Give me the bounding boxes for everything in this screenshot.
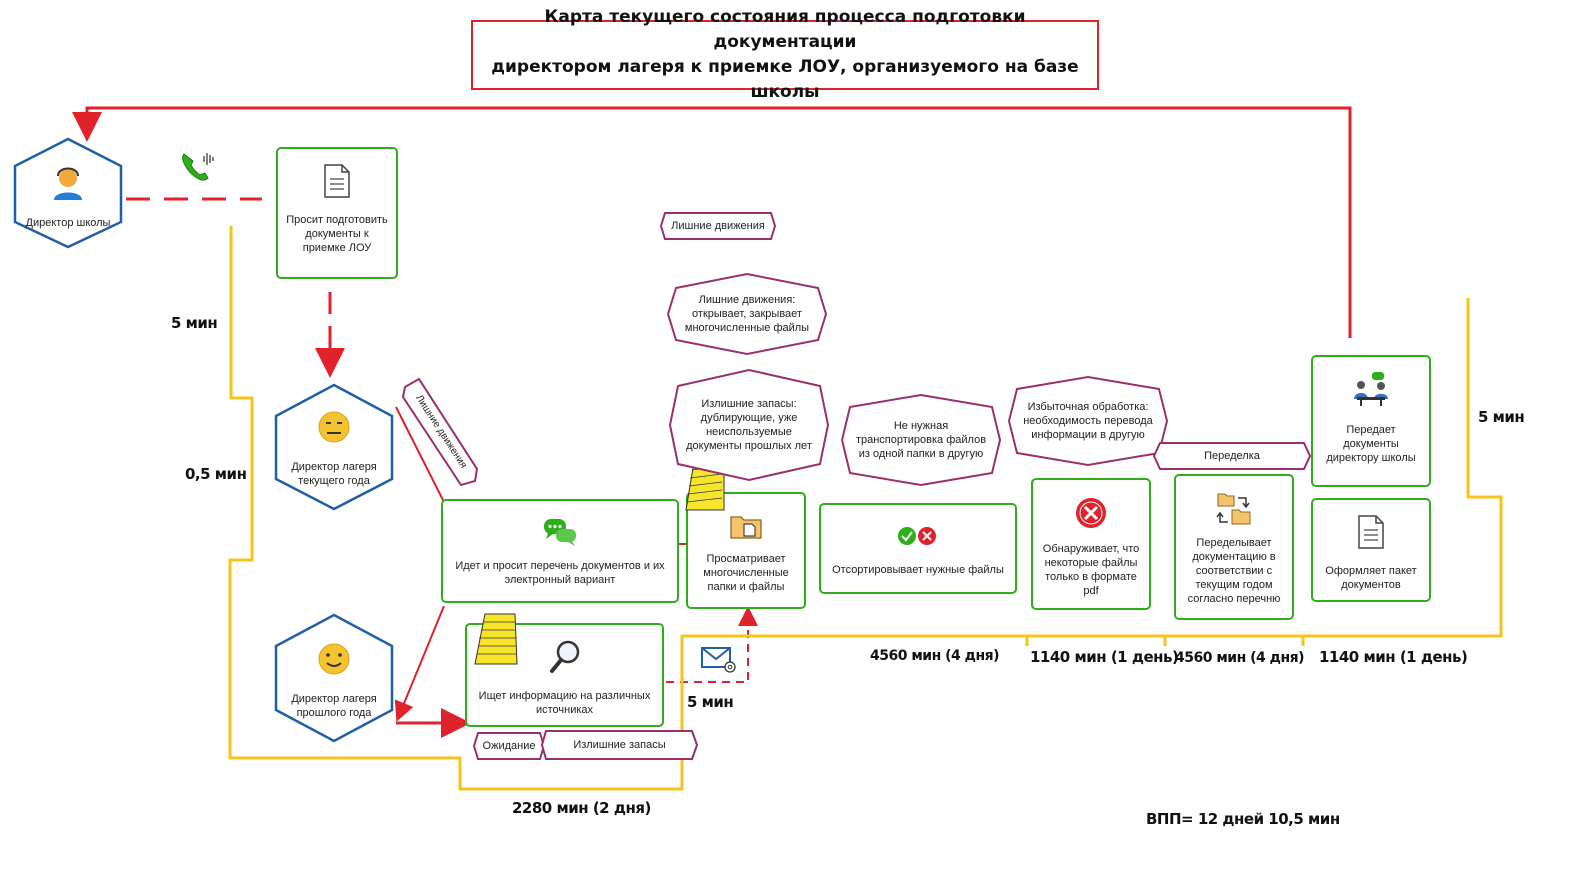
found-pdf-step[interactable]: Обнаруживает, что некоторые файлы только… bbox=[1031, 478, 1151, 610]
camp-director-past-label: Директор лагеря прошлого года bbox=[291, 693, 377, 719]
view-files-label: Просматривает многочисленные папки и фай… bbox=[703, 553, 789, 593]
hand-over-step[interactable]: Передает документы директору школы bbox=[1311, 355, 1431, 487]
sort-files-label: Отсортировывает нужные файлы bbox=[832, 564, 1004, 576]
phone-icon bbox=[178, 150, 218, 186]
time-05min: 0,5 мин bbox=[185, 465, 247, 483]
time-2280: 2280 мин (2 дня) bbox=[512, 799, 651, 817]
error-icon bbox=[1076, 498, 1106, 528]
school-director-label: Директор школы bbox=[25, 217, 111, 229]
waste-waiting: Ожидание bbox=[472, 731, 546, 761]
redo-docs-label: Переделывает документацию в соответствии… bbox=[1187, 537, 1281, 605]
waste-excess-stock-bottom-label: Излишние запасы bbox=[573, 739, 666, 751]
hand-over-label: Передает документы директору школы bbox=[1326, 424, 1416, 464]
sort-files-step[interactable]: Отсортировывает нужные файлы bbox=[819, 503, 1017, 594]
redo-docs-step[interactable]: Переделывает документацию в соответствии… bbox=[1174, 474, 1294, 620]
time-5min-mail: 5 мин bbox=[687, 693, 734, 711]
chat-icon bbox=[544, 519, 576, 546]
email-icon bbox=[700, 645, 736, 673]
waste-overprocessing-label: Избыточная обработка: необходимость пере… bbox=[1023, 401, 1153, 441]
waste-extra-moves-rotated: Лишние движения bbox=[401, 377, 481, 487]
waste-extra-moves-files-label: Лишние движения: открывает, закрывает мн… bbox=[684, 294, 810, 334]
document-icon bbox=[1358, 515, 1384, 549]
ask-to-past-line bbox=[394, 605, 445, 722]
map-title-line2: директором лагеря к приемке ЛОУ, организ… bbox=[491, 57, 1079, 102]
school-director-hex[interactable]: Директор школы bbox=[12, 136, 124, 250]
folders-swap-icon bbox=[1216, 493, 1251, 525]
camp-director-current-hex[interactable]: Директор лагеря текущего года bbox=[272, 382, 396, 512]
document-icon bbox=[324, 164, 350, 198]
request-docs-label: Просит подготовить документы к приемке Л… bbox=[286, 214, 388, 254]
waste-excess-stock-label: Излишние запасы: дублирующие, уже неиспо… bbox=[686, 398, 812, 452]
waste-extra-moves-top: Лишние движения bbox=[659, 211, 777, 241]
time-4560-b: 4560 мин (4 дня) bbox=[1175, 650, 1305, 666]
magnifier-icon bbox=[549, 640, 579, 673]
waste-extra-moves-files: Лишние движения: открывает, закрывает мн… bbox=[666, 272, 828, 356]
waste-rework-label: Переделка bbox=[1204, 450, 1260, 462]
camp-director-past-hex[interactable]: Директор лагеря прошлого года bbox=[272, 612, 396, 744]
waste-excess-stock: Излишние запасы: дублирующие, уже неиспо… bbox=[668, 368, 830, 482]
meeting-icon bbox=[1354, 372, 1388, 406]
waste-extra-moves-top-label: Лишние движения bbox=[671, 220, 765, 232]
time-4560-a: 4560 мин (4 дня) bbox=[870, 648, 1000, 664]
time-5min-left: 5 мин bbox=[171, 314, 218, 332]
time-1140-b: 1140 мин (1 день) bbox=[1319, 648, 1468, 666]
prepare-package-step[interactable]: Оформляет пакет документов bbox=[1311, 498, 1431, 602]
waste-transport: Не нужная транспортировка файлов из одно… bbox=[840, 393, 1002, 487]
total-lead-time: ВПП= 12 дней 10,5 мин bbox=[1146, 810, 1340, 828]
ask-list-label: Идет и просит перечень документов и их э… bbox=[455, 560, 665, 586]
request-docs-step[interactable]: Просит подготовить документы к приемке Л… bbox=[276, 147, 398, 279]
found-pdf-label: Обнаруживает, что некоторые файлы только… bbox=[1042, 543, 1140, 597]
waste-waiting-label: Ожидание bbox=[482, 740, 536, 752]
ask-list-step[interactable]: Идет и просит перечень документов и их э… bbox=[441, 499, 679, 603]
waste-excess-stock-bottom: Излишние запасы bbox=[540, 729, 699, 761]
waste-transport-label: Не нужная транспортировка файлов из одно… bbox=[855, 420, 987, 460]
waste-overprocessing: Избыточная обработка: необходимость пере… bbox=[1007, 375, 1169, 467]
check-cross-icon bbox=[898, 527, 936, 545]
time-1140-a: 1140 мин (1 день) bbox=[1030, 648, 1179, 666]
prepare-package-label: Оформляет пакет документов bbox=[1325, 565, 1417, 591]
camp-director-current-label: Директор лагеря текущего года bbox=[291, 461, 377, 487]
sticky-note-icon bbox=[473, 610, 519, 666]
view-files-step[interactable]: Просматривает многочисленные папки и фай… bbox=[686, 492, 806, 609]
search-info-label: Ищет информацию на различных источниках bbox=[478, 690, 651, 716]
map-title: Карта текущего состояния процесса подгот… bbox=[471, 7, 1099, 102]
map-title-line1: Карта текущего состояния процесса подгот… bbox=[544, 7, 1026, 52]
time-5min-right: 5 мин bbox=[1478, 408, 1525, 426]
folder-icon bbox=[730, 516, 762, 539]
waste-rework: Переделка bbox=[1152, 441, 1312, 471]
